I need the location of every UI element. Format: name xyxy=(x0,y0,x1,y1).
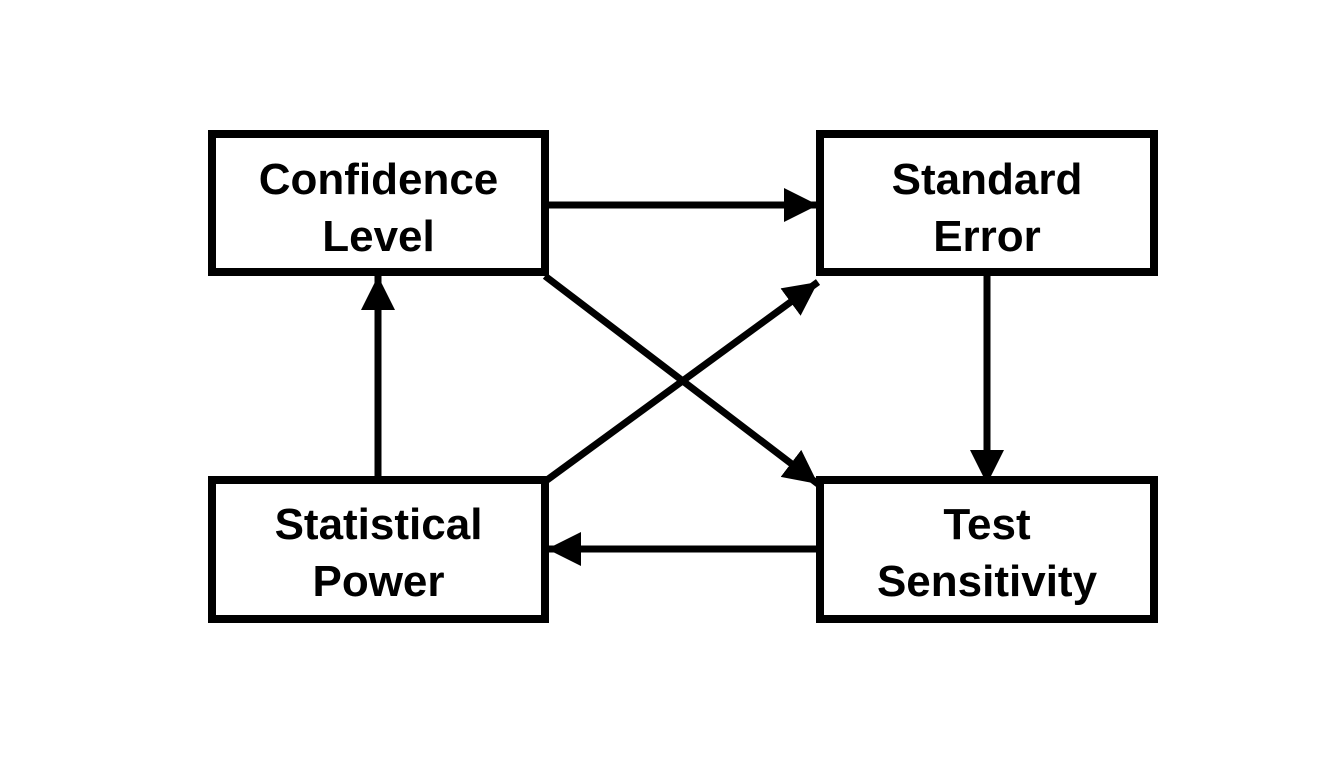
node-confidence-level: Confidence Level xyxy=(208,130,549,276)
node-label-line2: Power xyxy=(312,557,444,606)
node-box xyxy=(208,476,549,623)
arrow-statistical-power-to-standard-error xyxy=(544,279,821,483)
node-label-line2: Sensitivity xyxy=(877,557,1098,606)
node-label-line2: Error xyxy=(933,212,1041,261)
node-label-line1: Statistical xyxy=(275,500,483,549)
node-label-line2: Level xyxy=(322,212,435,261)
node-statistical-power: Statistical Power xyxy=(208,476,549,623)
node-box xyxy=(816,130,1158,276)
node-box xyxy=(208,130,549,276)
node-standard-error: Standard Error xyxy=(816,130,1158,276)
node-box xyxy=(816,476,1158,623)
node-label-line1: Confidence xyxy=(259,155,499,204)
node-label-line1: Test xyxy=(943,500,1031,549)
node-test-sensitivity: Test Sensitivity xyxy=(816,476,1158,623)
node-label-line1: Standard xyxy=(892,155,1083,204)
